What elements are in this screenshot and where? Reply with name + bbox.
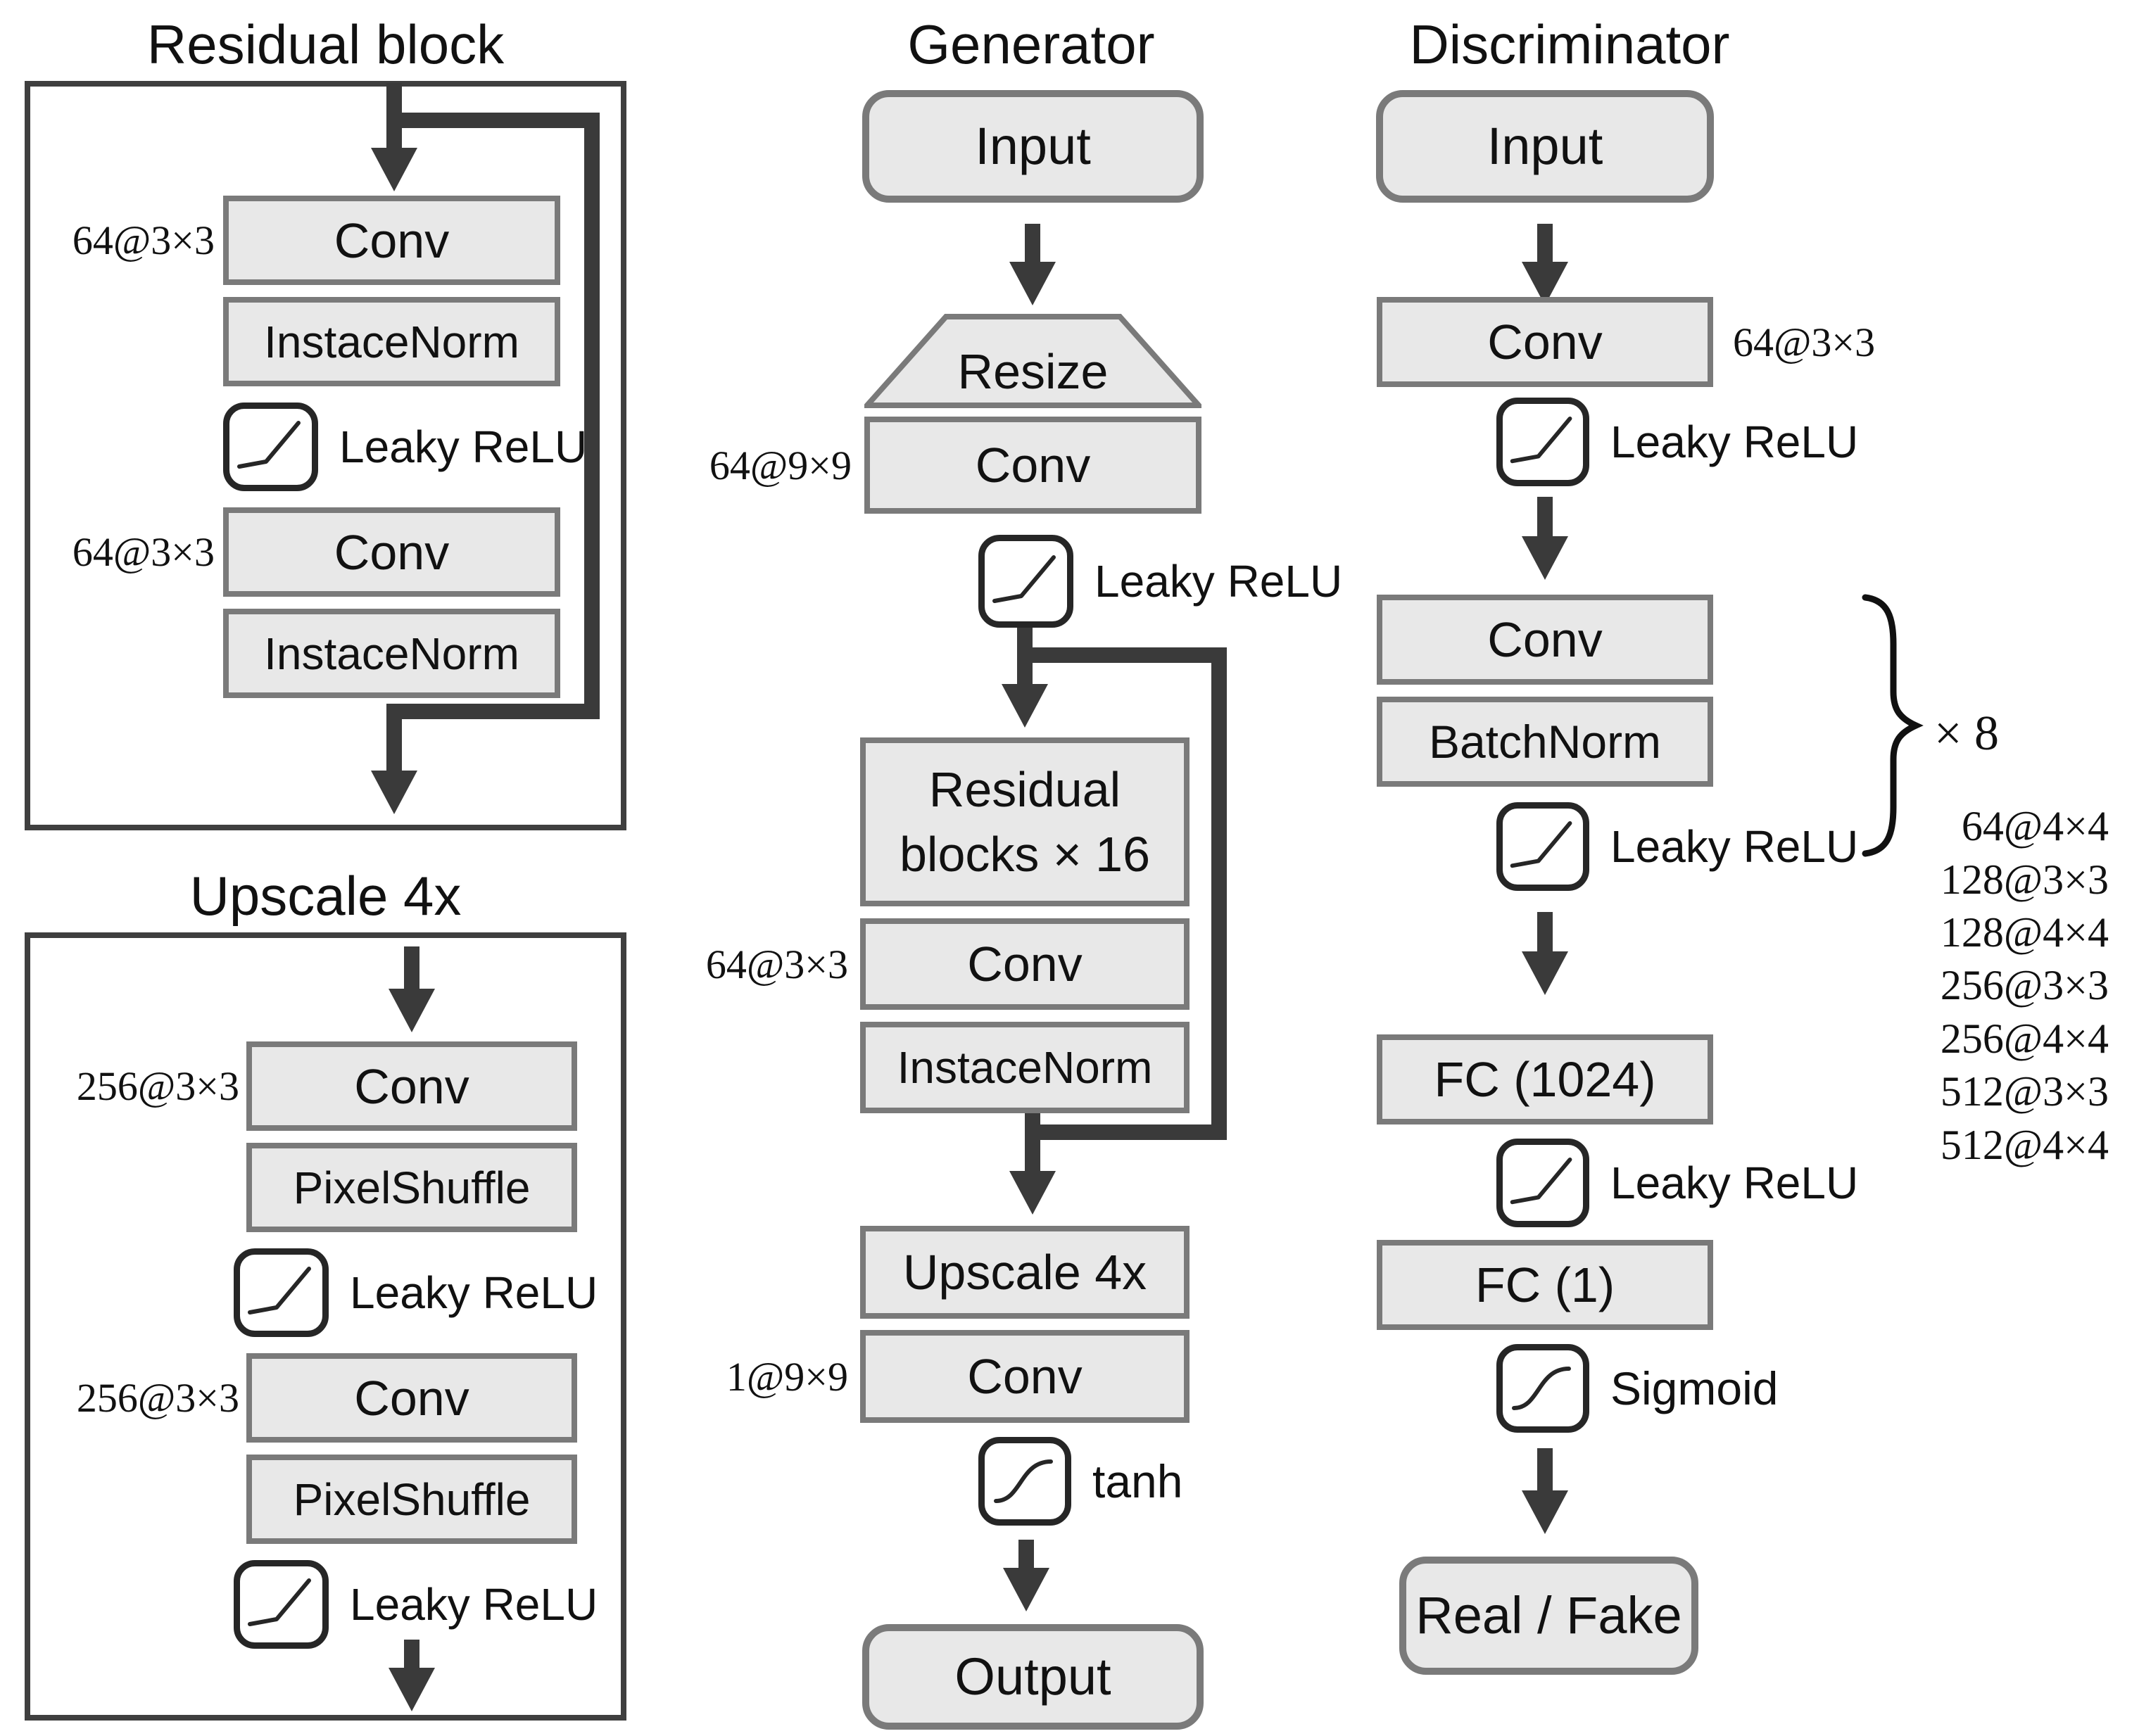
- generator-input-box: Input: [862, 90, 1204, 203]
- channel-spec-label: 128@4×4: [1940, 908, 2109, 956]
- tanh-label: tanh: [1092, 1455, 1183, 1507]
- channel-spec-label: 256@3×3: [76, 1063, 239, 1109]
- channel-spec-label: 64@4×4: [1961, 802, 2109, 849]
- layer-box-conv: Conv: [860, 1330, 1190, 1423]
- generator-output-box: Output: [862, 1624, 1204, 1730]
- leaky-relu-label: Leaky ReLU: [1610, 1158, 1859, 1208]
- channel-spec-label: 64@3×3: [705, 941, 848, 987]
- layer-box-conv: Conv: [860, 918, 1190, 1010]
- residual-blocks-line2: blocks × 16: [899, 827, 1151, 882]
- upscale-block-title: Upscale 4x: [189, 865, 462, 927]
- repeat-count-label: × 8: [1934, 707, 1999, 761]
- connector-line: [404, 946, 419, 989]
- leaky-relu-icon: [1496, 802, 1589, 891]
- arrow-down-icon: [371, 771, 417, 814]
- layer-box-batchnorm: BatchNorm: [1377, 697, 1713, 787]
- channel-spec-label: 64@9×9: [709, 442, 852, 488]
- upscale-4x-box: Upscale 4x: [860, 1226, 1190, 1319]
- resize-label: Resize: [957, 344, 1109, 399]
- discriminator-input-box: Input: [1376, 90, 1714, 203]
- residual-blocks-box: Residual blocks × 16: [860, 737, 1190, 906]
- leaky-relu-label: Leaky ReLU: [350, 1579, 598, 1630]
- connector-line: [1537, 224, 1553, 262]
- discriminator-title: Discriminator: [1409, 13, 1730, 75]
- layer-box-conv: Conv: [1377, 297, 1713, 387]
- connector-line: [404, 1640, 419, 1668]
- sigmoid-icon: [1496, 1344, 1589, 1433]
- leaky-relu-icon: [1496, 398, 1589, 486]
- leaky-relu-icon: [234, 1248, 329, 1337]
- connector-line: [1018, 1540, 1034, 1568]
- repeat-brace-icon: [1860, 593, 1924, 858]
- connector-line: [1025, 1113, 1040, 1171]
- layer-box-conv: Conv: [864, 417, 1201, 514]
- layer-box-conv: Conv: [223, 507, 560, 597]
- sigmoid-label: Sigmoid: [1610, 1362, 1779, 1414]
- channel-spec-label: 512@3×3: [1940, 1067, 2109, 1115]
- channel-spec-label: 256@3×3: [76, 1375, 239, 1421]
- arrow-down-icon: [1009, 262, 1056, 305]
- arrow-down-icon: [389, 989, 435, 1032]
- channel-spec-label: 512@4×4: [1940, 1121, 2109, 1168]
- layer-box-conv: Conv: [223, 196, 560, 285]
- channel-spec-label: 256@4×4: [1940, 1015, 2109, 1062]
- arrow-down-icon: [1522, 951, 1568, 995]
- layer-box-conv: Conv: [1377, 595, 1713, 685]
- leaky-relu-icon: [223, 403, 318, 491]
- layer-box-instancenorm: InstaceNorm: [223, 297, 560, 386]
- generator-title: Generator: [907, 13, 1155, 75]
- layer-box-instancenorm: InstaceNorm: [223, 609, 560, 698]
- residual-skip-line: [584, 113, 600, 719]
- layer-box-conv: Conv: [246, 1041, 577, 1131]
- arrow-down-icon: [1522, 1490, 1568, 1534]
- connector-line: [1537, 497, 1553, 536]
- residual-skip-line: [394, 113, 600, 128]
- leaky-relu-icon: [1496, 1139, 1589, 1227]
- arrow-down-icon: [1002, 684, 1048, 728]
- fc-1024-box: FC (1024): [1377, 1034, 1713, 1124]
- channel-spec-label: 64@3×3: [1733, 319, 1876, 365]
- leaky-relu-label: Leaky ReLU: [1094, 556, 1343, 607]
- arrow-down-icon: [1522, 536, 1568, 580]
- residual-skip-line: [386, 704, 600, 719]
- resize-trapezoid: Resize: [864, 314, 1201, 408]
- leaky-relu-icon: [234, 1560, 329, 1649]
- channel-spec-label: 1@9×9: [726, 1353, 848, 1400]
- generator-skip-line: [1017, 647, 1227, 663]
- leaky-relu-label: Leaky ReLU: [339, 422, 588, 472]
- fc-1-box: FC (1): [1377, 1240, 1713, 1330]
- leaky-relu-label: Leaky ReLU: [1610, 821, 1859, 872]
- connector-line: [1537, 912, 1553, 951]
- layer-box-pixelshuffle: PixelShuffle: [246, 1143, 577, 1232]
- channel-spec-label: 64@3×3: [72, 529, 215, 575]
- layer-box-conv: Conv: [246, 1353, 577, 1443]
- connector-line: [1537, 1448, 1553, 1490]
- layer-box-instancenorm: InstaceNorm: [860, 1022, 1190, 1113]
- arrow-down-icon: [1003, 1568, 1049, 1611]
- generator-skip-line: [1211, 647, 1227, 1140]
- arrow-down-icon: [389, 1668, 435, 1711]
- residual-blocks-line1: Residual: [928, 762, 1121, 817]
- real-fake-output-box: Real / Fake: [1399, 1557, 1698, 1675]
- tanh-icon: [978, 1437, 1071, 1526]
- layer-box-pixelshuffle: PixelShuffle: [246, 1455, 577, 1544]
- arrow-down-icon: [371, 148, 417, 191]
- connector-line: [1025, 224, 1040, 262]
- arrow-down-icon: [1009, 1171, 1056, 1215]
- leaky-relu-label: Leaky ReLU: [1610, 417, 1859, 467]
- generator-skip-line: [1025, 1124, 1227, 1140]
- channel-spec-label: 64@3×3: [72, 217, 215, 263]
- leaky-relu-icon: [978, 535, 1073, 628]
- leaky-relu-label: Leaky ReLU: [350, 1267, 598, 1318]
- residual-block-title: Residual block: [146, 13, 505, 75]
- channel-spec-label: 128@3×3: [1940, 856, 2109, 903]
- residual-skip-line: [386, 704, 402, 771]
- channel-spec-label: 256@3×3: [1940, 961, 2109, 1008]
